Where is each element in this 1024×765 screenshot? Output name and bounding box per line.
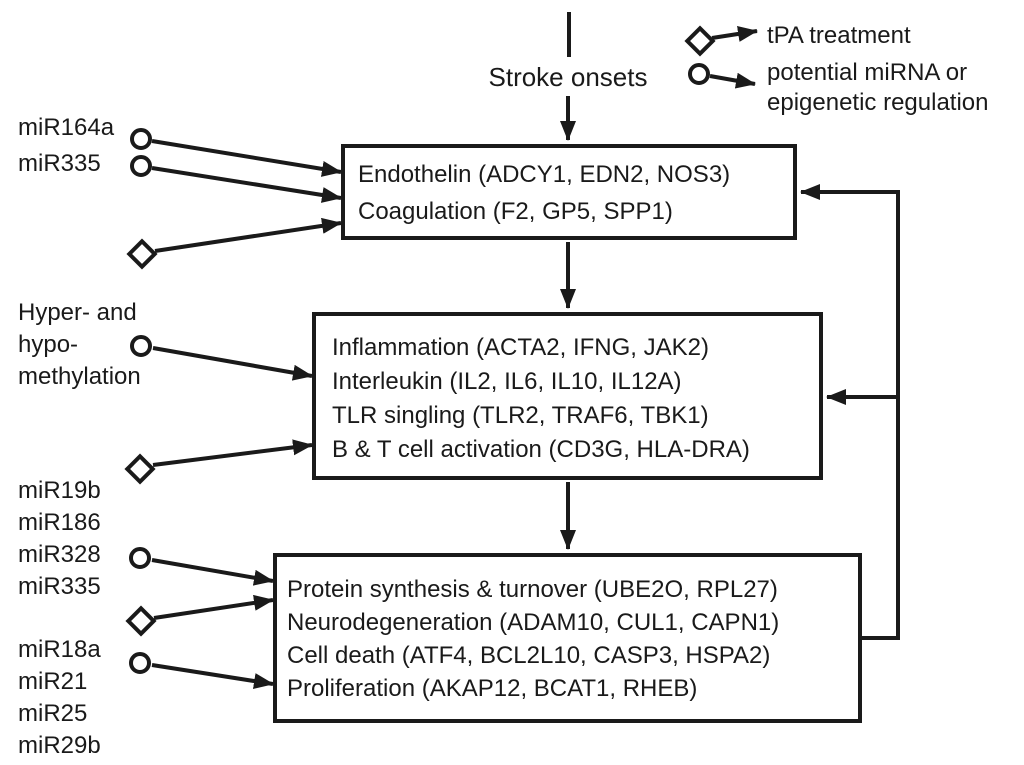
mirna-label: miR29b xyxy=(18,732,101,759)
box-line: Proliferation (AKAP12, BCAT1, RHEB) xyxy=(287,675,698,702)
mirna-label: miR18a xyxy=(18,636,101,663)
legend-mirna-arrow xyxy=(709,72,756,89)
methylation-label-line: methylation xyxy=(18,363,141,390)
label-group-mirna-mid: miR19b miR186 miR328 miR335 xyxy=(18,475,101,603)
box-line: TLR singling (TLR2, TRAF6, TBK1) xyxy=(332,402,709,429)
legend-mirna-label-line1: potential miRNA or xyxy=(767,59,968,86)
methylation-label-line: hypo- xyxy=(18,331,79,358)
legend-tpa-label: tPA treatment xyxy=(767,22,911,49)
arrow-tpa-to-box2 xyxy=(152,439,313,467)
legend-mirna-label: potential miRNA or epigenetic regulation xyxy=(767,58,989,118)
diamond-icon xyxy=(125,605,157,637)
mirna-label: miR328 xyxy=(18,541,101,568)
arrow-mir164a-to-box1 xyxy=(151,139,342,177)
box-line: Inflammation (ACTA2, IFNG, JAK2) xyxy=(332,334,709,361)
label-group-mirna-top: miR164a miR335 xyxy=(18,110,114,182)
legend-mirna-label-line2: epigenetic regulation xyxy=(767,89,989,116)
arrow-mir335-to-box1 xyxy=(151,166,342,203)
mirna-label: miR19b xyxy=(18,477,101,504)
arrow-mirna-mid-to-box3 xyxy=(151,558,274,586)
arrow-methylation-to-box2 xyxy=(152,346,313,381)
feedback-arrow-box3-to-box1 xyxy=(800,184,900,640)
label-group-mirna-bottom: miR18a miR21 miR25 miR29b xyxy=(18,634,101,762)
circle-icon xyxy=(129,652,151,674)
circle-icon xyxy=(129,547,151,569)
label-group-methylation: Hyper- and hypo- methylation xyxy=(18,297,141,393)
box-line: Neurodegeneration (ADAM10, CUL1, CAPN1) xyxy=(287,609,780,636)
mirna-label: miR186 xyxy=(18,509,101,536)
mirna-label: miR164a xyxy=(18,114,115,141)
circle-icon xyxy=(130,128,152,150)
mirna-label: miR25 xyxy=(18,700,88,727)
box-degeneration-death: Protein synthesis & turnover (UBE2O, RPL… xyxy=(273,553,862,723)
box-inflammation-immune: Inflammation (ACTA2, IFNG, JAK2) Interle… xyxy=(312,312,823,480)
circle-icon xyxy=(130,335,152,357)
methylation-label-line: Hyper- and xyxy=(18,299,137,326)
arrow-mirna-bottom-to-box3 xyxy=(151,663,274,689)
diamond-icon xyxy=(124,453,156,485)
mirna-label: miR335 xyxy=(18,573,101,600)
circle-icon xyxy=(688,63,710,85)
box-line: Endothelin (ADCY1, EDN2, NOS3) xyxy=(358,161,731,188)
box-line: Interleukin (IL2, IL6, IL10, IL12A) xyxy=(332,368,682,395)
box-line: Coagulation (F2, GP5, SPP1) xyxy=(358,198,673,225)
circle-icon xyxy=(130,155,152,177)
legend-tpa-arrow xyxy=(711,26,758,42)
stroke-onsets-label: Stroke onsets xyxy=(488,62,648,92)
box-line: Cell death (ATF4, BCL2L10, CASP3, HSPA2) xyxy=(287,642,771,669)
box-endothelin-coagulation: Endothelin (ADCY1, EDN2, NOS3) Coagulati… xyxy=(341,144,797,240)
arrow-tpa-to-box1 xyxy=(154,217,342,253)
mirna-label: miR21 xyxy=(18,668,88,695)
box-line: Protein synthesis & turnover (UBE2O, RPL… xyxy=(287,576,778,603)
diamond-icon xyxy=(684,25,716,57)
arrow-tpa-to-box3 xyxy=(153,594,274,620)
mirna-label: miR335 xyxy=(18,150,101,177)
box-line: B & T cell activation (CD3G, HLA-DRA) xyxy=(332,436,750,463)
diamond-icon xyxy=(126,238,158,270)
